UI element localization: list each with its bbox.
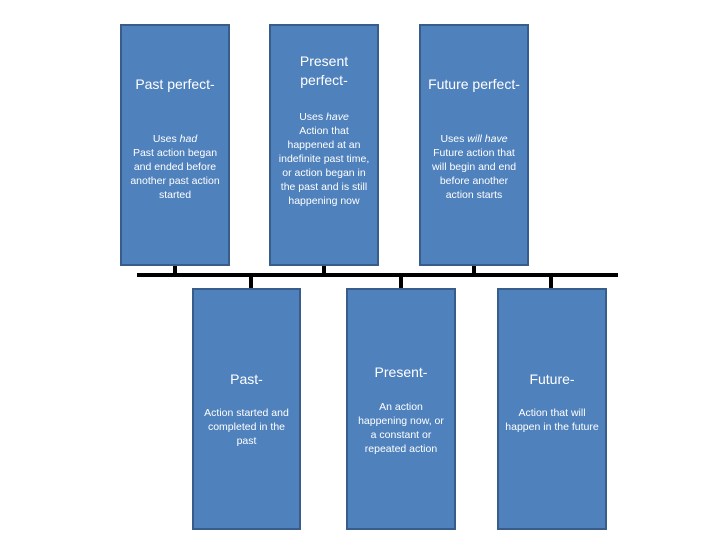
present-box: Present- An action happening now, or a c…: [346, 288, 456, 530]
future-title: Future-: [529, 371, 575, 387]
future-perfect-auxiliary: will have: [467, 133, 508, 145]
timeline-tick: [249, 277, 253, 288]
timeline-line: [137, 273, 618, 277]
past-perfect-description: Uses had Past action began and ended bef…: [128, 132, 222, 202]
present-perfect-box: Present perfect- Uses have Action that h…: [269, 24, 379, 266]
future-perfect-explanation: Future action that will begin and end be…: [431, 147, 517, 201]
past-title: Past-: [230, 371, 263, 387]
timeline-tick: [322, 266, 326, 277]
timeline-tick: [549, 277, 553, 288]
future-box: Future- Action that will happen in the f…: [497, 288, 607, 530]
future-description: Action that will happen in the future: [505, 407, 599, 433]
future-perfect-description: Uses will have Future action that will b…: [427, 132, 521, 202]
timeline-tick: [399, 277, 403, 288]
past-perfect-auxiliary: had: [179, 133, 198, 145]
present-title: Present-: [374, 364, 428, 380]
present-perfect-explanation: Action that happened at an indefinite pa…: [278, 125, 370, 207]
future-perfect-box: Future perfect- Uses will have Future ac…: [419, 24, 529, 266]
past-perfect-box: Past perfect- Uses had Past action began…: [120, 24, 230, 266]
past-perfect-uses-prefix: Uses: [152, 133, 180, 145]
future-perfect-title: Future perfect-: [428, 76, 520, 92]
future-perfect-uses-prefix: Uses: [440, 133, 468, 145]
present-perfect-title: Present perfect-: [299, 53, 349, 88]
past-box: Past- Action started and completed in th…: [192, 288, 301, 530]
past-perfect-explanation: Past action began and ended before anoth…: [130, 147, 220, 201]
timeline-tick: [472, 266, 476, 277]
present-description: An action happening now, or a constant o…: [358, 401, 444, 455]
present-perfect-auxiliary: have: [326, 111, 349, 123]
present-perfect-description: Uses have Action that happened at an ind…: [277, 110, 371, 208]
past-description: Action started and completed in the past: [204, 407, 289, 447]
timeline-tick: [173, 266, 177, 277]
present-perfect-uses-prefix: Uses: [299, 111, 327, 123]
past-perfect-title: Past perfect-: [135, 76, 215, 92]
